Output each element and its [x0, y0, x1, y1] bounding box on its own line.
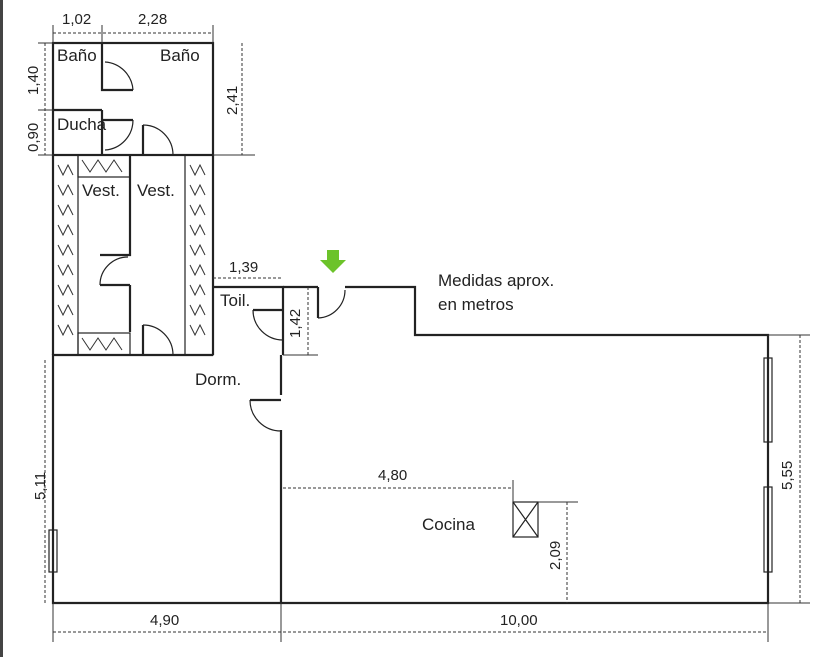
dim-label: 0,90	[25, 123, 42, 152]
room-label-bano: Baño	[57, 46, 97, 65]
room-label-bano: Baño	[160, 46, 200, 65]
dim-label: 1,02	[62, 11, 91, 28]
dim-label: 4,90	[150, 612, 179, 629]
left-edge	[0, 0, 3, 657]
dim-label: 1,42	[287, 309, 304, 338]
dim-label: 2,09	[547, 541, 564, 570]
room-label-vest: Vest.	[137, 181, 175, 200]
entrance-arrow-icon	[320, 250, 346, 273]
dim-label: 2,41	[224, 86, 241, 115]
room-label-toil: Toil.	[220, 291, 250, 310]
dim-label: 5,55	[779, 461, 796, 490]
note-line-1: Medidas aprox.	[438, 271, 554, 290]
kitchen-hood	[512, 501, 539, 538]
dressing-block	[51, 154, 215, 356]
room-label-dorm: Dorm.	[195, 370, 241, 389]
room-label-vest: Vest.	[82, 181, 120, 200]
dim-label: 5,11	[32, 472, 49, 500]
window	[48, 529, 58, 573]
dim-label: 2,28	[138, 11, 167, 28]
bath-block	[51, 41, 215, 157]
dimension-lines	[38, 25, 810, 642]
main-walls	[48, 285, 773, 605]
room-label-cocina: Cocina	[422, 515, 475, 534]
note-line-2: en metros	[438, 295, 514, 314]
room-label-ducha: Ducha	[57, 115, 107, 134]
window	[763, 357, 773, 443]
window	[763, 486, 773, 573]
dim-label: 1,40	[25, 66, 42, 95]
dim-label: 1,39	[229, 259, 258, 276]
dim-label: 10,00	[500, 612, 538, 629]
dim-label: 4,80	[378, 467, 407, 484]
